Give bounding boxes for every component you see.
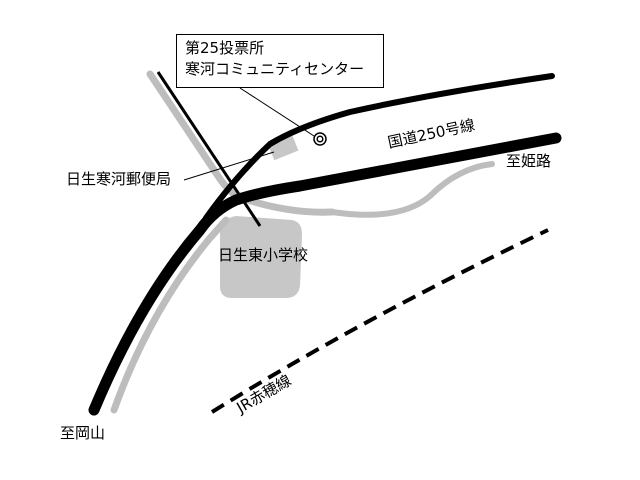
jr-ako-line bbox=[210, 228, 549, 414]
double-circle-icon bbox=[313, 132, 327, 146]
post-office-label: 日生寒河郵便局 bbox=[66, 170, 172, 188]
to-himeji-label: 至姫路 bbox=[506, 152, 552, 170]
post-office-leader-line bbox=[183, 151, 275, 181]
minor-road-east bbox=[329, 161, 495, 218]
polling-station-name: 寒河コミュニティセンター bbox=[185, 60, 365, 78]
road-to-community-center bbox=[203, 73, 555, 221]
national-route-250 bbox=[88, 132, 562, 416]
callout-leader-line bbox=[239, 87, 315, 137]
post-office-building bbox=[267, 133, 299, 161]
minor-road-north bbox=[146, 70, 336, 216]
school-building bbox=[220, 216, 302, 298]
school-label: 日生東小学校 bbox=[218, 246, 309, 264]
to-okayama-label: 至岡山 bbox=[60, 424, 106, 442]
polling-station-number: 第25投票所 bbox=[185, 39, 265, 57]
polling-station-callout: 第25投票所 寒河コミュニティセンター bbox=[176, 34, 384, 88]
minor-road-west bbox=[110, 216, 230, 414]
